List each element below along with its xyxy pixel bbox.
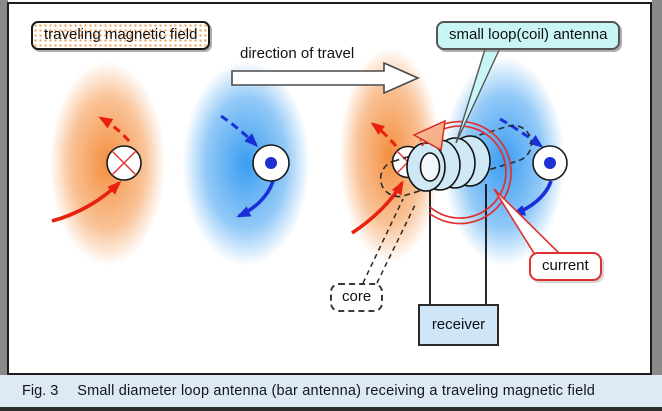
receiver-wires <box>429 184 487 306</box>
antenna-label-text: small loop(coil) antenna <box>449 26 608 43</box>
current-label: current <box>529 252 602 281</box>
right-gray-bar <box>652 0 662 375</box>
figure-number: Fig. 3 <box>22 383 59 399</box>
core-callout-lines <box>362 198 417 284</box>
core-label: core <box>330 283 384 312</box>
current-label-text: current <box>542 257 589 274</box>
direction-of-travel-text: direction of travel <box>240 45 355 62</box>
blue-solid-arrow-2 <box>511 180 553 216</box>
direction-arrow-icon <box>231 61 420 95</box>
red-solid-arrow-2 <box>351 180 404 235</box>
receiver-box: receiver <box>418 304 499 346</box>
red-dashed-arrow-2 <box>370 122 398 147</box>
core-label-text: core <box>342 288 372 305</box>
traveling-field-label: traveling magnetic field <box>31 21 211 50</box>
field-dot-symbol-1 <box>265 157 277 169</box>
current-callout-pointer <box>493 188 562 259</box>
current-arc-arrowhead <box>412 119 446 152</box>
antenna-label: small loop(coil) antenna <box>436 21 621 50</box>
direction-of-travel-label: direction of travel <box>240 45 355 63</box>
current-arc <box>412 119 512 225</box>
traveling-field-label-text: traveling magnetic field <box>44 26 198 43</box>
antenna-callout-pointer <box>455 45 503 144</box>
blue-dashed-arrow-2 <box>499 117 544 148</box>
coil-icon <box>406 135 491 192</box>
blue-dashed-arrow-1 <box>220 114 259 148</box>
field-dot-symbol-2 <box>544 157 556 169</box>
red-solid-arrow-1 <box>51 180 122 223</box>
magnetic-band-orange-1 <box>40 45 175 297</box>
red-dashed-arrow-1 <box>98 116 131 143</box>
figure-caption-text: Small diameter loop antenna (bar antenna… <box>77 383 596 399</box>
blue-solid-arrow-1 <box>236 180 275 218</box>
field-x-symbol-1 <box>111 150 137 176</box>
receiver-label-text: receiver <box>431 315 486 333</box>
left-gray-bar <box>0 0 8 375</box>
figure-caption-bar: Fig. 3 Small diameter loop antenna (bar … <box>0 375 662 411</box>
magnetic-band-blue-1 <box>172 45 320 297</box>
